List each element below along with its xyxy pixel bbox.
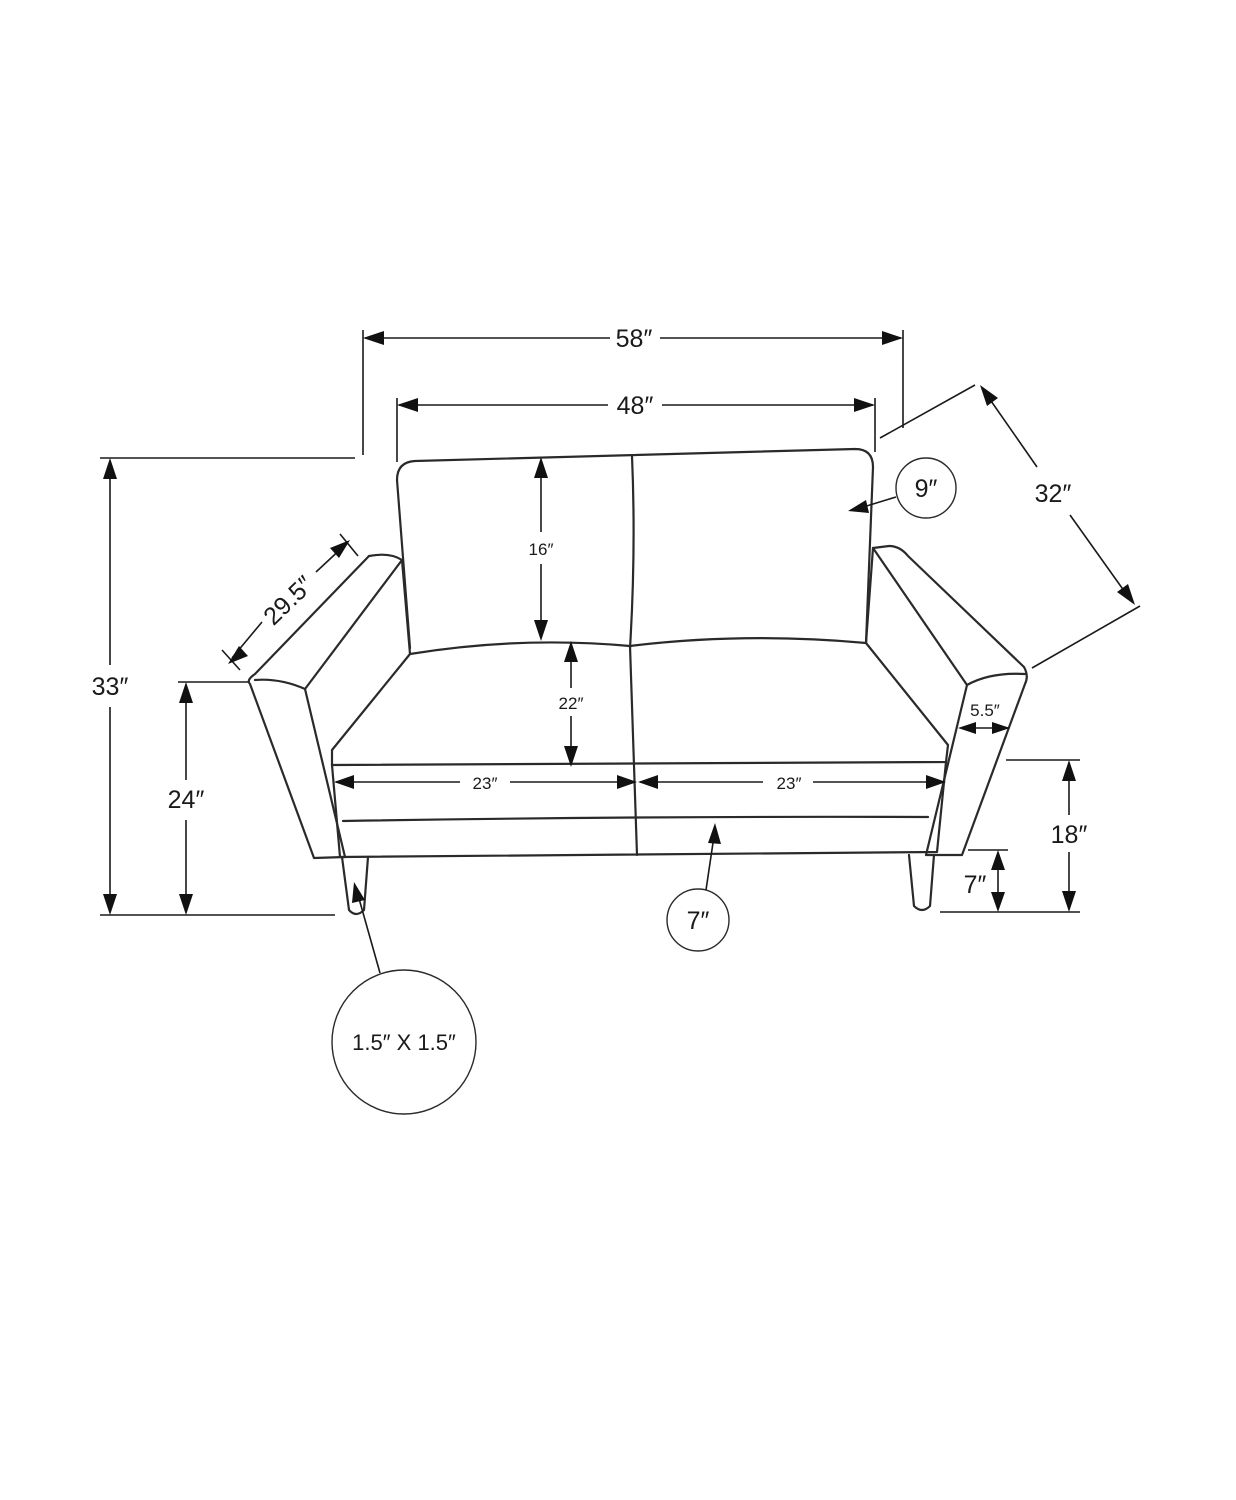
dimension-cushion-thickness: 7″: [666, 823, 730, 952]
dimension-right-cushion-width: 23″: [638, 774, 946, 793]
right-arm-outline: [871, 544, 1028, 857]
seat-cushion-top: [330, 637, 950, 767]
dimension-left-cushion-width: 23″: [334, 774, 637, 793]
leg-height-label: 7″: [964, 871, 987, 899]
dimension-arm-length: 29.5″: [221, 533, 359, 671]
left-leg: [340, 855, 370, 916]
right-cushion-width-label: 23″: [777, 774, 802, 793]
dimension-seat-height: 18″: [1051, 760, 1088, 912]
overall-height-label: 33″: [92, 673, 129, 701]
back-height-label: 16″: [529, 540, 554, 559]
back-thickness-callout: [895, 457, 957, 519]
dimension-back-width: 48″: [397, 392, 875, 420]
back-width-label: 48″: [617, 392, 654, 420]
arm-width-label: 5.5″: [970, 701, 1000, 720]
dimension-arm-height: 24″: [168, 682, 205, 915]
leg-size-label: 1.5″ X 1.5″: [352, 1030, 456, 1055]
left-cushion-width-label: 23″: [473, 774, 498, 793]
sofa-drawing: [247, 447, 1028, 916]
dimension-leg-height: 7″: [964, 850, 1005, 912]
seat-seam: [628, 644, 639, 857]
dimension-arm-width: 5.5″: [958, 701, 1010, 734]
arm-length-label: 29.5″: [258, 571, 319, 631]
leg-size-callout: [331, 969, 477, 1115]
right-leg: [907, 853, 936, 912]
seat-height-label: 18″: [1051, 821, 1088, 849]
dimension-overall-height: 33″: [92, 458, 129, 915]
left-arm-inner: [400, 558, 412, 656]
cushion-bottom-line: [341, 815, 930, 823]
arm-height-label: 24″: [168, 786, 205, 814]
back-thickness-label: 9″: [915, 475, 938, 503]
dimension-depth: 32″: [980, 385, 1135, 605]
depth-label: 32″: [1035, 480, 1072, 508]
left-arm-top-edge: [253, 678, 307, 691]
dimension-back-thickness: 9″: [848, 457, 957, 519]
dimension-back-height: 16″: [529, 457, 554, 641]
dimension-seat-depth: 22″: [559, 641, 584, 767]
dimension-leg-size: 1.5″ X 1.5″: [331, 882, 477, 1115]
overall-width-label: 58″: [616, 325, 653, 353]
extension-lines: [100, 330, 1141, 916]
seat-depth-label: 22″: [559, 694, 584, 713]
seat-front-panel: [330, 760, 948, 859]
backrest-seam: [628, 454, 635, 650]
right-arm-inner: [864, 546, 875, 645]
backrest-outline: [395, 447, 875, 650]
right-arm-top-edge: [965, 672, 1027, 687]
dimension-overall-width: 58″: [363, 325, 903, 353]
cushion-thickness-callout: [666, 888, 730, 952]
cushion-thickness-label: 7″: [687, 907, 710, 935]
